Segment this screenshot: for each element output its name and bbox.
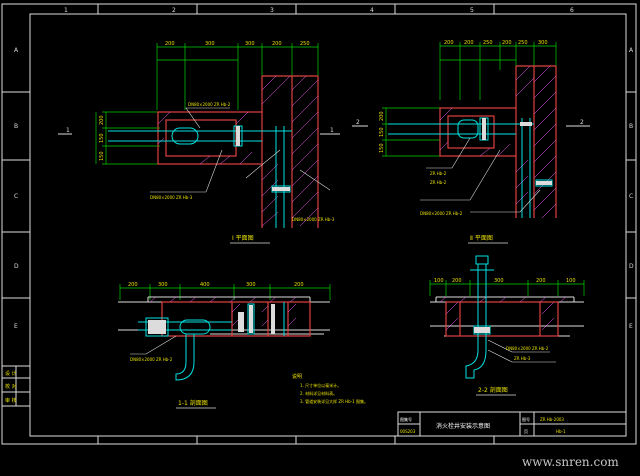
title-code-label: 图集号 bbox=[400, 416, 412, 422]
title-page-label: 页 bbox=[524, 429, 528, 434]
col-label: 1 bbox=[64, 7, 68, 14]
view-caption: 1-1 剖面图 bbox=[178, 399, 208, 407]
row-label: D bbox=[629, 263, 634, 270]
dim-label: 200 bbox=[464, 40, 474, 46]
plan-annotation: DN80×2000 ZR Hb-2 bbox=[188, 102, 231, 107]
dim-label: 200 bbox=[452, 278, 462, 284]
dim-label: 300 bbox=[158, 282, 168, 288]
dim-label: 200 bbox=[294, 282, 304, 288]
row-label: E bbox=[629, 323, 633, 330]
row-label: B bbox=[14, 123, 18, 130]
dim-label: 150 bbox=[99, 151, 105, 161]
plan-annotation: DN80×2000 ZR Hb-3 bbox=[150, 195, 193, 200]
signoff-row: 校 对 bbox=[5, 383, 17, 390]
section-annotation: DN80×2000 ZR Hb-2 bbox=[130, 357, 173, 362]
right-plan: 200 200 250 200 250 300 200 150 150 bbox=[352, 40, 590, 244]
plan-annotation: DN80×2000 ZR Hb-2 bbox=[420, 211, 463, 216]
view-caption: Ⅱ 平面图 bbox=[470, 235, 493, 242]
border-row-labels: A B C D E A B C D E bbox=[14, 47, 634, 330]
dim-label: 200 bbox=[379, 111, 385, 121]
left-plan: 200 300 300 200 250 200 150 150 bbox=[58, 41, 340, 244]
col-label: 3 bbox=[270, 7, 274, 14]
row-label: A bbox=[629, 47, 634, 54]
title-set-label: 图号 bbox=[522, 416, 530, 422]
dim-label: 150 bbox=[379, 143, 385, 153]
dim-label: 200 bbox=[99, 115, 105, 125]
row-label: C bbox=[14, 193, 18, 200]
dim-label: 200 bbox=[165, 41, 175, 47]
dim-label: 300 bbox=[246, 282, 256, 288]
title-set-value: ZR Hb-2003 bbox=[540, 417, 564, 422]
dim-label: 250 bbox=[483, 40, 493, 46]
dim-label: 200 bbox=[128, 282, 138, 288]
dim-label: 200 bbox=[536, 278, 546, 284]
signoff-row: 审 核 bbox=[5, 397, 17, 404]
section-mark: 2 bbox=[580, 119, 584, 126]
notes-line: 2. 材料详见材料表。 bbox=[300, 390, 337, 396]
dim-label: 400 bbox=[200, 282, 210, 288]
signoff-row: 设 计 bbox=[5, 370, 17, 377]
title-page-value: Hb-1 bbox=[556, 429, 566, 434]
section-mark: 2 bbox=[356, 119, 360, 126]
title-block: 图集号 00S203 消火栓井安装示意图 图号 ZR Hb-2003 页 Hb-… bbox=[397, 411, 627, 437]
dim-label: 100 bbox=[566, 278, 576, 284]
notes-line: 1. 尺寸单位以毫米计。 bbox=[300, 382, 341, 388]
col-label: 5 bbox=[470, 7, 474, 14]
notes-line: 3. 管道安装详见大样 ZR Hb-1 图集。 bbox=[300, 398, 368, 404]
section-annotation: ZR Hb-3 bbox=[514, 356, 531, 361]
plan-annotation: ZR Hb-2 bbox=[430, 180, 447, 185]
row-label: C bbox=[629, 193, 633, 200]
col-label: 6 bbox=[570, 7, 574, 14]
section-annotation: DN80×2000 ZR Hb-2 bbox=[506, 346, 549, 351]
row-label: B bbox=[629, 123, 633, 130]
dim-label: 300 bbox=[205, 41, 215, 47]
drawing-border bbox=[1, 3, 637, 445]
notes-heading: 说明 bbox=[292, 373, 302, 380]
left-section: 200 300 400 300 200 bbox=[118, 282, 331, 409]
col-label: 2 bbox=[172, 7, 176, 14]
view-caption: Ⅰ 平面图 bbox=[232, 235, 254, 242]
signoff-table: 设 计 校 对 审 核 bbox=[1, 365, 31, 407]
section-mark: 1 bbox=[330, 127, 334, 134]
title-code-value: 00S203 bbox=[400, 429, 416, 434]
row-label: E bbox=[14, 323, 18, 330]
drawing-title: 消火栓井安装示意图 bbox=[436, 422, 490, 430]
dim-label: 200 bbox=[272, 41, 282, 47]
dim-label: 300 bbox=[538, 40, 548, 46]
watermark-text: www.snren.com bbox=[522, 455, 619, 469]
dim-label: 300 bbox=[245, 41, 255, 47]
dim-label: 200 bbox=[502, 40, 512, 46]
dim-label: 250 bbox=[300, 41, 310, 47]
notes: 说明 1. 尺寸单位以毫米计。 2. 材料详见材料表。 3. 管道安装详见大样 … bbox=[292, 373, 368, 404]
dim-label: 150 bbox=[99, 133, 105, 143]
dim-label: 300 bbox=[494, 278, 504, 284]
section-mark: 1 bbox=[66, 127, 70, 134]
view-caption: 2-2 剖面图 bbox=[478, 386, 508, 394]
row-label: A bbox=[14, 47, 19, 54]
plan-annotation: DN80×2000 ZR Hb-3 bbox=[292, 217, 335, 222]
dim-label: 200 bbox=[444, 40, 454, 46]
plan-annotation: ZR Hb-2 bbox=[430, 171, 447, 176]
col-label: 4 bbox=[370, 7, 374, 14]
right-section: 100 200 300 200 100 bbox=[429, 255, 585, 396]
dim-label: 250 bbox=[518, 40, 528, 46]
border-column-labels: 1 2 3 4 5 6 bbox=[64, 7, 574, 14]
row-label: D bbox=[14, 263, 19, 270]
dim-label: 150 bbox=[379, 127, 385, 137]
dim-label: 100 bbox=[434, 278, 444, 284]
